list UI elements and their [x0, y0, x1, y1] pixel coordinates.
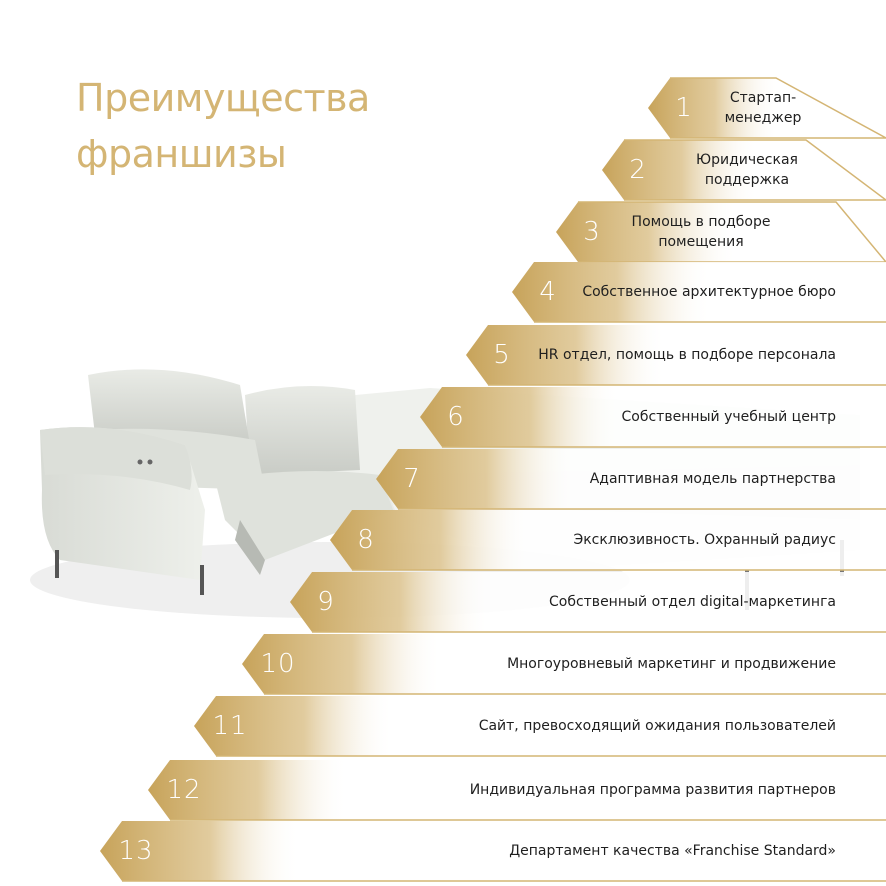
benefit-label-line-2: поддержка [704, 172, 790, 188]
benefit-tab-shape [194, 696, 886, 757]
benefit-label: Департамент качества «Franchise Standard… [509, 843, 836, 859]
benefit-label: Многоуровневый маркетинг и продвижение [507, 656, 836, 672]
benefit-item: 11 Сайт, превосходящий ожидания пользоват… [194, 696, 886, 757]
benefit-tab-shape [512, 262, 886, 323]
benefit-label: HR отдел, помощь в подборе персонала [538, 347, 836, 363]
benefit-number: 2 [629, 155, 647, 185]
benefit-number: 4 [539, 277, 557, 307]
benefit-number: 10 [260, 649, 296, 679]
benefit-item: 5 HR отдел, помощь в подборе персонала [466, 325, 886, 386]
benefit-item: 7 Адаптивная модель партнерства [376, 449, 886, 510]
benefit-label: Сайт, превосходящий ожидания пользовател… [478, 718, 836, 734]
benefit-item: 4 Собственное архитектурное бюро [512, 262, 886, 323]
benefit-label-line-2: менеджер [724, 110, 802, 126]
benefit-tab-shape [242, 634, 886, 695]
benefit-number: 8 [357, 525, 375, 555]
benefit-label: Стартап-менеджер [708, 78, 818, 138]
benefit-item: 13 Департамент качества «Franchise Standa… [100, 821, 886, 882]
benefit-item: 8 Эксклюзивность. Охранный радиус [330, 510, 886, 571]
benefit-number: 3 [583, 217, 601, 247]
benefit-label: Адаптивная модель партнерства [589, 471, 836, 487]
benefit-label-line-1: Юридическая [696, 152, 798, 168]
benefit-label: Помощь в подборе помещения [611, 202, 791, 262]
page-title-line-2: франшизы [76, 132, 287, 176]
benefit-tab-shape [100, 821, 886, 882]
benefit-tab-shape [648, 77, 886, 139]
benefit-label: Эксклюзивность. Охранный радиус [573, 532, 836, 548]
page-title-line-1: Преимущества [76, 76, 370, 120]
benefit-number: 13 [118, 836, 154, 866]
benefit-tab-shape [466, 325, 886, 386]
benefit-label-line-1: Стартап- [729, 90, 797, 106]
benefit-number: 11 [212, 711, 248, 741]
benefit-item: 3 Помощь в подборе помещения [556, 201, 886, 263]
benefit-label-line-1: Помощь в подборе [631, 214, 771, 230]
benefit-number: 1 [675, 93, 693, 123]
benefit-tab-shape [556, 201, 886, 263]
benefit-label: Собственный отдел digital-маркетинга [548, 594, 836, 610]
benefit-label: Юридическая поддержка [657, 140, 837, 200]
benefit-item: 9 Собственный отдел digital-маркетинга [290, 572, 886, 633]
benefit-tab-shape [330, 510, 886, 571]
benefit-item: 10 Многоуровневый маркетинг и продвижение [242, 634, 886, 695]
benefit-tab-shape [420, 387, 886, 448]
benefit-item: 1 Стартап-менеджер [648, 77, 886, 139]
benefit-label: Собственное архитектурное бюро [582, 284, 836, 300]
benefit-tab-shape [376, 449, 886, 510]
benefit-number: 7 [403, 464, 421, 494]
benefit-item: 12 Индивидуальная программа развития парт… [148, 760, 886, 821]
benefit-number: 9 [317, 587, 335, 617]
benefit-tab-shape [290, 572, 886, 633]
benefit-number: 6 [447, 402, 465, 432]
page-title: Преимущества франшизы [76, 70, 370, 182]
benefit-item: 2 Юридическая поддержка [602, 139, 886, 201]
benefit-number: 12 [166, 775, 202, 805]
benefit-tab-shape [602, 139, 886, 201]
benefit-tab-shape [148, 760, 886, 821]
benefit-item: 6 Собственный учебный центр [420, 387, 886, 448]
benefit-label: Собственный учебный центр [621, 409, 837, 425]
benefit-label: Индивидуальная программа развития партне… [469, 782, 836, 798]
benefit-label-line-2: помещения [658, 234, 744, 250]
benefit-number: 5 [493, 340, 511, 370]
